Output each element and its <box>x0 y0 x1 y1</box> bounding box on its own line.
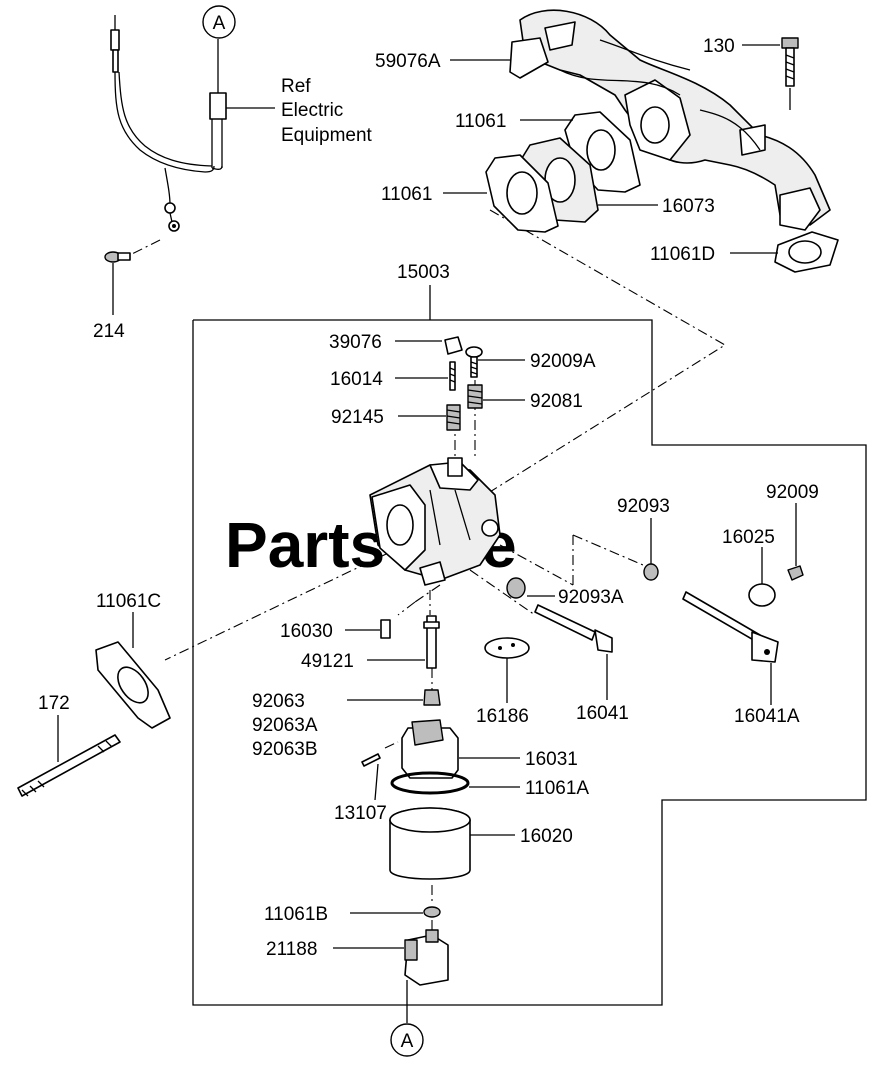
gasket-11061D <box>774 231 839 273</box>
valve-16025 <box>748 583 776 607</box>
plate-16186 <box>484 637 530 659</box>
reference-note: Ref Electric Equipment <box>281 76 373 146</box>
bolt-130 <box>781 37 799 87</box>
label-172[interactable]: 172 <box>38 693 70 714</box>
label-16030[interactable]: 16030 <box>280 621 333 642</box>
label-92145[interactable]: 92145 <box>331 407 384 428</box>
assembly-boundary <box>192 319 867 1006</box>
label-21188[interactable]: 21188 <box>266 939 317 960</box>
label-92063[interactable]: 92063 <box>252 691 305 712</box>
label-92009A[interactable]: 92009A <box>530 351 596 372</box>
label-92009[interactable]: 92009 <box>766 482 819 503</box>
gasket-11061C <box>95 641 171 729</box>
spring-92081 <box>467 384 483 409</box>
spring-92145 <box>446 404 461 431</box>
label-11061D[interactable]: 11061D <box>650 244 715 265</box>
shaft-16041A <box>682 591 779 663</box>
label-16014[interactable]: 16014 <box>330 369 383 390</box>
label-11061-upper[interactable]: 11061 <box>455 111 506 132</box>
needle-16014 <box>449 361 456 391</box>
screw-92009A <box>465 346 483 378</box>
label-16041A[interactable]: 16041A <box>734 706 800 727</box>
label-39076[interactable]: 39076 <box>329 332 382 353</box>
label-16041[interactable]: 16041 <box>576 703 629 724</box>
label-16186[interactable]: 16186 <box>476 706 529 727</box>
reference-note-line1: Ref <box>281 76 311 97</box>
label-16073[interactable]: 16073 <box>662 196 715 217</box>
label-11061C[interactable]: 11061C <box>96 591 161 612</box>
wire-harness <box>110 15 227 232</box>
bowl-16020 <box>389 807 471 880</box>
reference-note-line3: Equipment <box>281 125 373 146</box>
marker-a-top-text: A <box>213 13 226 34</box>
screw-214 <box>104 251 131 263</box>
label-92093[interactable]: 92093 <box>617 496 670 517</box>
pin-13107 <box>361 753 381 767</box>
label-15003[interactable]: 15003 <box>397 262 450 283</box>
label-16020[interactable]: 16020 <box>520 826 573 847</box>
reference-note-line2: Electric <box>281 100 343 121</box>
label-11061B[interactable]: 11061B <box>264 904 328 925</box>
oring-11061A <box>390 771 470 795</box>
float-16031 <box>401 719 459 779</box>
jet-16030 <box>380 619 391 639</box>
label-92081[interactable]: 92081 <box>530 391 583 412</box>
label-11061A[interactable]: 11061A <box>525 778 589 799</box>
label-11061-lower[interactable]: 11061 <box>381 184 432 205</box>
label-16025[interactable]: 16025 <box>722 527 775 548</box>
screw-92009 <box>787 565 804 581</box>
reference-marker-a-bottom[interactable]: A <box>390 1023 424 1057</box>
label-59076A[interactable]: 59076A <box>375 51 441 72</box>
stud-172 <box>17 734 121 797</box>
jet-92063 <box>423 689 441 706</box>
label-92063A[interactable]: 92063A <box>252 715 318 736</box>
tube-49121 <box>423 615 440 669</box>
cap-39076 <box>444 336 463 355</box>
label-130[interactable]: 130 <box>703 36 735 57</box>
label-16031[interactable]: 16031 <box>525 749 578 770</box>
bolt-21188 <box>404 929 449 986</box>
label-92063B[interactable]: 92063B <box>252 739 318 760</box>
gasket-11061-lower <box>485 154 559 233</box>
marker-a-bottom-text: A <box>401 1031 414 1052</box>
reference-marker-a-top[interactable]: A <box>202 5 236 39</box>
carburetor-body <box>369 457 501 586</box>
seal-92093A <box>506 577 526 599</box>
label-49121[interactable]: 49121 <box>301 651 354 672</box>
washer-11061B <box>423 906 441 918</box>
seal-92093 <box>643 563 659 581</box>
leader-lines <box>57 39 797 1023</box>
shaft-16041 <box>534 604 613 653</box>
label-92093A[interactable]: 92093A <box>558 587 624 608</box>
part-labels: 59076A 130 11061 11061 16073 11061D 214 … <box>38 36 819 960</box>
exhaust-manifold <box>509 9 831 231</box>
label-13107[interactable]: 13107 <box>334 803 387 824</box>
label-214[interactable]: 214 <box>93 321 125 342</box>
